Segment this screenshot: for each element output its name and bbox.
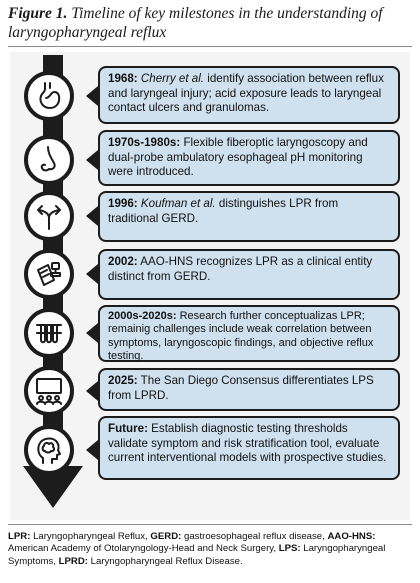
milestone-year: 2025: <box>108 374 138 387</box>
milestone-authors: Koufman et al. <box>140 197 216 210</box>
milestone-box-2000s-2020s: 2000s-2020s: Research further conceptual… <box>98 305 400 362</box>
milestone-text: Establish diagnostic testing thresholds … <box>108 422 387 464</box>
milestone-box-2025: 2025: The San Diego Consensus differenti… <box>98 368 400 411</box>
clipboard-stamp-icon <box>24 249 74 299</box>
milestone-box-1970s-1980s: 1970s-1980s: Flexible fiberoptic laryngo… <box>98 130 400 186</box>
callout-pointer <box>86 206 98 226</box>
nose-icon <box>24 135 74 185</box>
milestone-text: AAO-HNS recognizes LPR as a clinical ent… <box>108 255 373 283</box>
footnote-def: gastroesophageal reflux disease, <box>184 531 325 542</box>
footnote-abbr: LPRD: <box>58 555 88 567</box>
milestone-year: 1970s-1980s: <box>108 136 181 149</box>
footnote-abbr: GERD: <box>150 531 182 542</box>
footnote-def: Laryngopharyngeal Reflux, <box>33 531 148 542</box>
milestone-text: Flexible fiberoptic laryngoscopy and dua… <box>108 136 368 178</box>
figure-caption: Timeline of key milestones in the unders… <box>8 5 383 41</box>
callout-pointer <box>86 150 98 170</box>
title-divider <box>8 46 412 47</box>
milestone-box-1996: 1996: Koufman et al. distinguishes LPR f… <box>98 191 400 242</box>
footnote-abbr: AAO-HNS: <box>327 531 376 542</box>
callout-pointer <box>86 264 98 284</box>
test-tubes-icon <box>24 308 74 358</box>
callout-pointer <box>86 440 98 460</box>
footnote-abbr: LPR: <box>8 531 31 542</box>
stomach-icon <box>24 71 74 121</box>
milestone-year: 1996: <box>108 197 138 210</box>
milestone-text: The San Diego Consensus differentiates L… <box>108 374 374 402</box>
footnote-def: Laryngopharyngeal Reflux Disease. <box>90 555 243 567</box>
footnote-def: Laryngopharyngeal Symptoms, <box>8 543 386 567</box>
abbreviation-footnote: LPR: Laryngopharyngeal Reflux, GERD: gas… <box>8 531 412 568</box>
milestone-authors: Cherry et al. <box>140 72 205 85</box>
footnote-divider <box>8 524 412 525</box>
milestone-year: 1968: <box>108 72 138 85</box>
callout-pointer <box>86 86 98 106</box>
milestone-year: Future: <box>108 422 148 435</box>
figure-title: Figure 1. Timeline of key milestones in … <box>8 4 412 42</box>
callout-pointer <box>86 323 98 343</box>
milestone-box-2002: 2002: AAO-HNS recognizes LPR as a clinic… <box>98 249 400 300</box>
footnote-def: American Academy of Otolaryngology-Head … <box>8 543 277 555</box>
figure-label: Figure 1. <box>8 5 68 22</box>
footnote-abbr: LPS: <box>278 543 301 555</box>
milestone-year: 2000s-2020s: <box>108 310 177 322</box>
milestone-year: 2002: <box>108 255 138 268</box>
milestone-box-future: Future: Establish diagnostic testing thr… <box>98 416 400 480</box>
milestone-text: distinguishes LPR from traditional GERD. <box>108 197 339 225</box>
milestone-text: Research further conceptualizas LPR; rem… <box>108 310 374 362</box>
milestone-box-1968: 1968: Cherry et al. identify association… <box>98 66 400 124</box>
presentation-icon <box>24 366 74 416</box>
milestone-text: identify association between reflux and … <box>108 72 384 114</box>
diverging-arrows-icon <box>24 191 74 241</box>
callout-pointer <box>86 381 98 401</box>
brain-head-icon <box>24 425 74 475</box>
